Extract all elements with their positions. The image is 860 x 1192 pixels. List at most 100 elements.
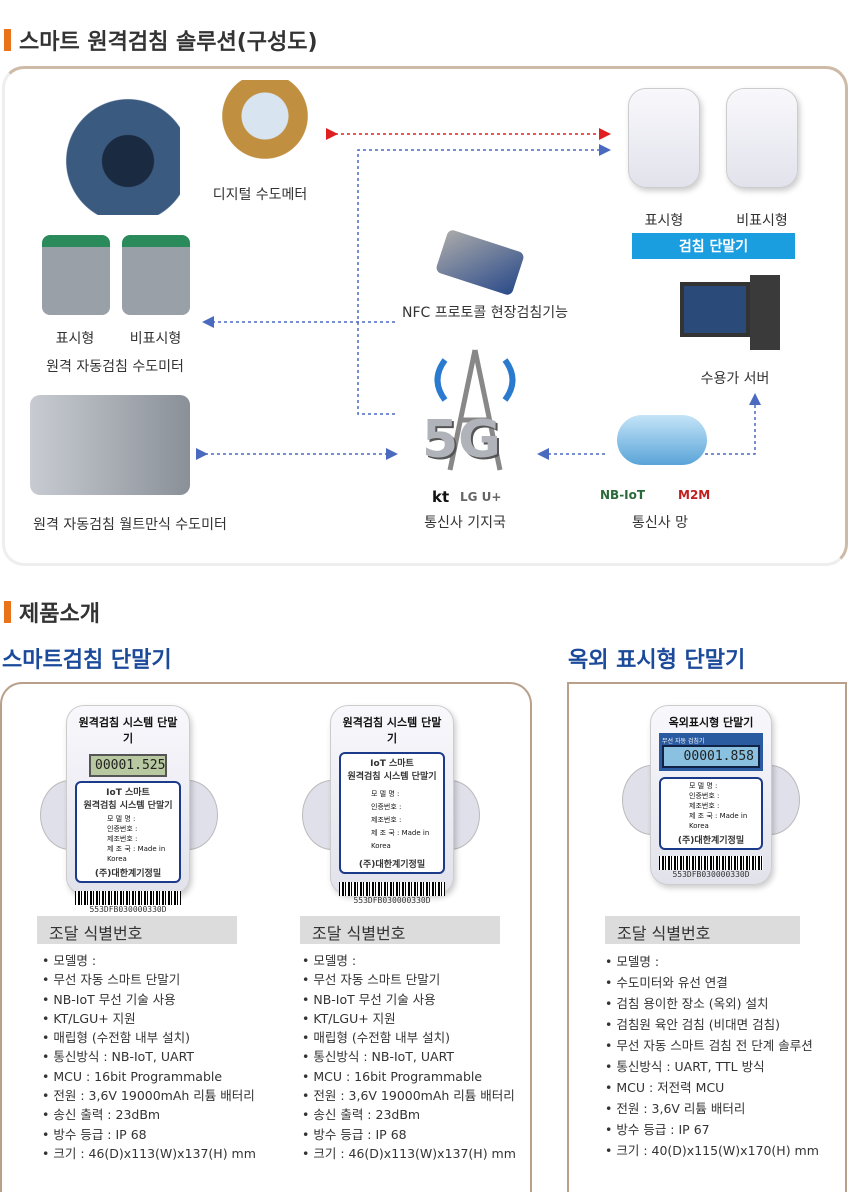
spec-item: KT/LGU+ 지원 — [42, 1009, 256, 1028]
field: 제조번호 : — [371, 816, 402, 824]
network-label: 통신사 망 — [632, 515, 688, 531]
terminal-display-image — [628, 88, 700, 188]
spec-list: 모델명 :수도미터와 유선 연결검침 용이한 장소 (옥외) 설치검침원 육안 … — [605, 951, 819, 1161]
digital-meter-label: 디지털 수도메터 — [212, 187, 308, 203]
barcode — [339, 882, 445, 896]
spec-item: 방수 등급 : IP 68 — [42, 1125, 256, 1144]
outdoor-screen: 무선 자동 검침기 00001.858 — [659, 733, 763, 771]
spec-item: NB-IoT 무선 기술 사용 — [42, 990, 256, 1009]
spec-item: 송신 출력 : 23dBm — [302, 1105, 516, 1124]
outdoor-header: 무선 자동 검침기 — [662, 738, 705, 745]
spec-title: 조달 식별번호 — [300, 916, 500, 944]
connection-arrows — [196, 128, 761, 460]
field: 모 델 명 : — [107, 815, 136, 823]
spec-item: MCU : 저전력 MCU — [605, 1077, 819, 1098]
title-text: 스마트 원격검침 솔루션(구성도) — [19, 30, 318, 55]
terminal-display-label: 표시형 — [644, 213, 684, 229]
device-lcd: 00001.858 — [662, 745, 760, 768]
section-title-solution: 스마트 원격검침 솔루션(구성도) — [4, 24, 318, 56]
spec-item: 전원 : 3,6V 19000mAh 리튬 배터리 — [302, 1086, 516, 1105]
device-title: 옥외표시형 단말기 — [668, 716, 754, 729]
terminal-band: 검침 단말기 — [632, 233, 795, 259]
iot-line1: IoT 스마트 — [106, 788, 150, 798]
spec-title: 조달 식별번호 — [37, 916, 237, 944]
spec-item: 모델명 : — [42, 951, 256, 970]
iot-line1: IoT 스마트 — [370, 759, 414, 769]
outdoor-terminal-box — [567, 682, 847, 1192]
barcode-text: 553DFB030000330D — [89, 905, 167, 914]
spec-item: 매립형 (수전함 내부 설치) — [42, 1028, 256, 1047]
remote-meter-label: 원격 자동검침 수도미터 — [46, 359, 184, 375]
device-display-image: 원격검침 시스템 단말기 00001.525 IoT 스마트 원격검침 시스템 … — [66, 705, 190, 914]
spec-item: 전원 : 3,6V 19000mAh 리튬 배터리 — [42, 1086, 256, 1105]
device-maker: (주)대한계기정밀 — [358, 860, 426, 870]
spec-item: 통신방식 : NB-IoT, UART — [42, 1047, 256, 1066]
spec-item: 무선 자동 스마트 검침 전 단계 솔루션 — [605, 1035, 819, 1056]
outdoor-terminal-title: 옥외 표시형 단말기 — [568, 648, 746, 673]
spec-item: 무선 자동 스마트 단말기 — [42, 970, 256, 989]
spec-item: NB-IoT 무선 기술 사용 — [302, 990, 516, 1009]
device-label-card: IoT 스마트 원격검침 시스템 단말기 모 델 명 : 인증번호 : 제조번호 :… — [75, 781, 181, 883]
field: 제조번호 : — [689, 802, 720, 810]
spec-item: 크기 : 46(D)x113(W)x137(H) mm — [302, 1144, 516, 1163]
spec-item: 무선 자동 스마트 단말기 — [302, 970, 516, 989]
device-nondisplay-image: 원격검침 시스템 단말기 IoT 스마트 원격검침 시스템 단말기 모 델 명 … — [330, 705, 454, 905]
section-title-products: 제품소개 — [4, 596, 100, 628]
barcode — [75, 891, 181, 905]
outdoor-device-image: 옥외표시형 단말기 무선 자동 검침기 00001.858 모 델 명 : 인증번… — [650, 705, 772, 885]
5g-text: 5G — [422, 410, 501, 470]
spec-item: MCU : 16bit Programmable — [42, 1067, 256, 1086]
remote-display-label: 표시형 — [55, 331, 95, 347]
spec-list: 모델명 :무선 자동 스마트 단말기NB-IoT 무선 기술 사용KT/LGU+… — [42, 951, 256, 1163]
spec-item: 크기 : 46(D)x113(W)x137(H) mm — [42, 1144, 256, 1163]
spec-item: 검침 용이한 장소 (옥외) 설치 — [605, 993, 819, 1014]
remote-meter-display-image — [42, 235, 110, 315]
nbiot-logo: NB-IoT — [600, 488, 646, 502]
field: 모 델 명 : — [689, 782, 718, 790]
iot-line2: 원격검침 시스템 단말기 — [83, 801, 173, 811]
lgu-logo: LG U+ — [460, 490, 502, 504]
spec-list: 모델명 :무선 자동 스마트 단말기NB-IoT 무선 기술 사용KT/LGU+… — [302, 951, 516, 1163]
barcode — [659, 856, 763, 870]
spec-item: 방수 등급 : IP 68 — [302, 1125, 516, 1144]
terminal-nondisplay-label: 비표시형 — [736, 213, 788, 229]
barcode-text: 553DFB030000330D — [353, 896, 431, 905]
kt-logo: kt — [432, 488, 450, 506]
device-maker: (주)대한계기정밀 — [677, 836, 745, 846]
remote-meter-nondisplay-image — [122, 235, 190, 315]
spec-item: 통신방식 : NB-IoT, UART — [302, 1047, 516, 1066]
server-tower-image — [750, 275, 780, 350]
field: 인증번호 : — [689, 792, 720, 800]
field: 제 조 국 : Made in Korea — [371, 829, 430, 850]
digital-meter-image — [210, 80, 320, 170]
device-label-card: 모 델 명 : 인증번호 : 제조번호 : 제 조 국 : Made in Korea… — [659, 777, 763, 850]
arrow-network-server — [705, 393, 761, 455]
field: 제조번호 : — [107, 835, 138, 843]
field: 제 조 국 : Made in Korea — [689, 812, 748, 830]
spec-item: 매립형 (수전함 내부 설치) — [302, 1028, 516, 1047]
woltman-meter-image — [30, 395, 190, 495]
device-title: 원격검침 시스템 단말기 — [342, 716, 442, 745]
field: 모 델 명 : — [371, 790, 400, 798]
field: 인증번호 : — [371, 803, 402, 811]
nfc-label: NFC 프로토콜 현장검침기능 — [401, 305, 568, 321]
smart-terminal-box — [0, 682, 532, 1192]
spec-item: 수도미터와 유선 연결 — [605, 972, 819, 993]
spec-item: 방수 등급 : IP 67 — [605, 1119, 819, 1140]
base-station-label: 통신사 기지국 — [424, 515, 506, 531]
woltman-meter-label: 원격 자동검침 월트만식 수도미터 — [33, 517, 227, 533]
server-label: 수용가 서버 — [700, 371, 770, 387]
spec-item: MCU : 16bit Programmable — [302, 1067, 516, 1086]
device-label-card: IoT 스마트 원격검침 시스템 단말기 모 델 명 :인증번호 :제조번호 :… — [339, 752, 445, 874]
spec-item: 송신 출력 : 23dBm — [42, 1105, 256, 1124]
spec-item: 모델명 : — [605, 951, 819, 972]
server-monitor-image — [680, 282, 750, 337]
device-lcd: 00001.525 — [89, 754, 167, 777]
large-water-meter-image — [50, 95, 180, 215]
spec-item: KT/LGU+ 지원 — [302, 1009, 516, 1028]
spec-item: 모델명 : — [302, 951, 516, 970]
arrow-base-terminal — [357, 144, 611, 415]
spec-title: 조달 식별번호 — [605, 916, 800, 944]
device-title: 원격검침 시스템 단말기 — [78, 716, 178, 745]
field: 인증번호 : — [107, 825, 138, 833]
